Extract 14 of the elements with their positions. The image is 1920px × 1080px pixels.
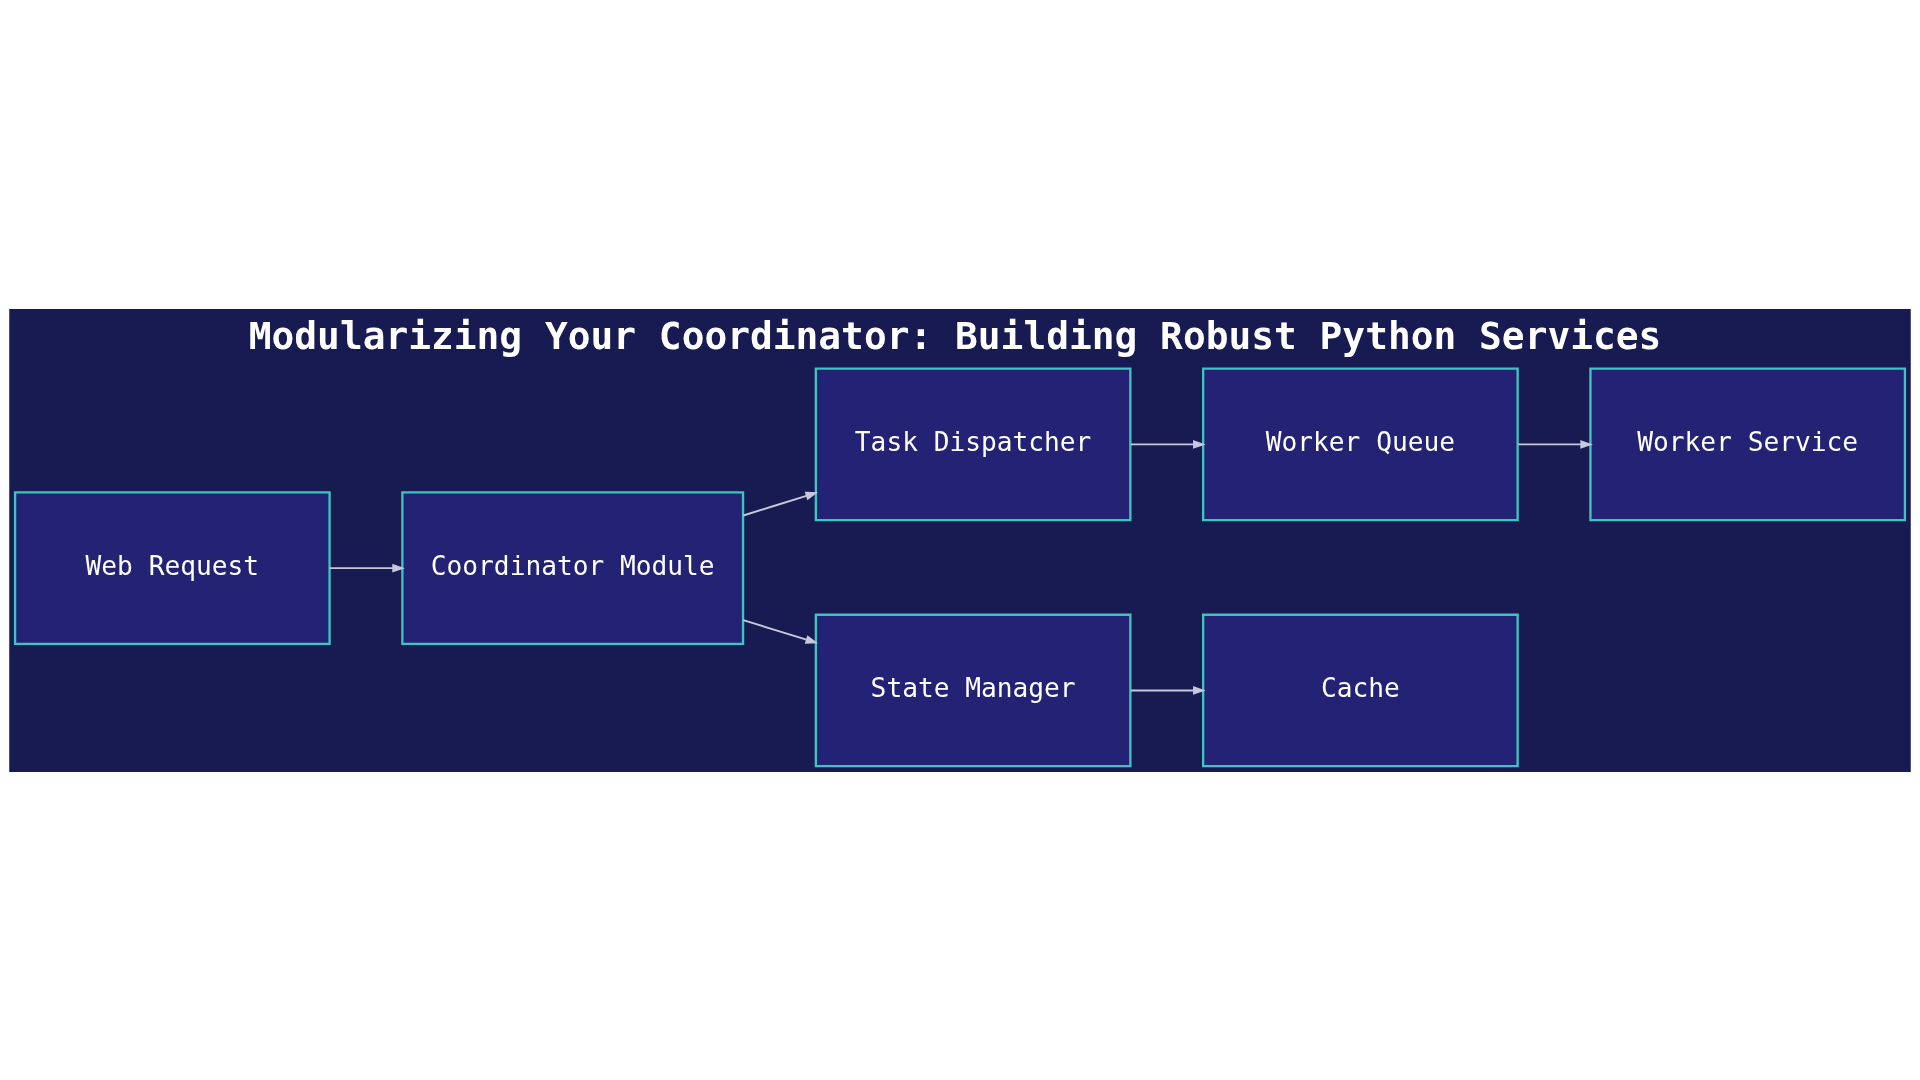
node-box: Web Request [13,490,331,645]
node-box: State Manager [814,613,1132,767]
arrow [1129,685,1206,695]
arrow [742,491,818,516]
arrow [1129,439,1206,449]
arrow [1517,439,1593,449]
node-box: Coordinator Module [401,490,745,645]
node-box: Cache [1202,613,1519,767]
node-box: Worker Queue [1202,367,1519,521]
node-box: Worker Service [1589,367,1907,521]
arrow [742,618,819,644]
node-box: Task Dispatcher [814,367,1132,521]
arrow [328,563,405,573]
diagram-title: Modularizing Your Coordinator: Building Robust Python Services [248,313,1662,358]
